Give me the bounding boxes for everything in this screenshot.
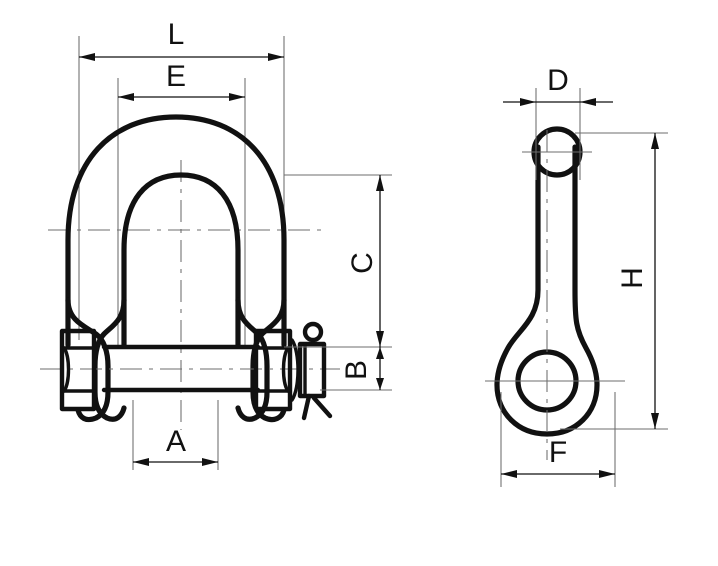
dim-label-D: D — [547, 64, 569, 97]
side-body-outline — [494, 144, 600, 437]
dimension-C: C — [346, 175, 384, 347]
arrow-h-top — [651, 133, 659, 149]
arrow-c-bottom — [376, 331, 384, 347]
dim-label-L: L — [168, 18, 185, 51]
dim-label-F: F — [549, 436, 567, 469]
arrow-e-right — [229, 93, 245, 101]
cotter-pin-leg-a — [301, 393, 312, 421]
bolt-head — [59, 328, 97, 412]
dimension-E: E — [118, 60, 245, 101]
bolt-head-face-arc — [62, 346, 71, 393]
cotter-pin-shank — [297, 341, 327, 399]
nut-thread-end — [290, 338, 300, 402]
dim-label-H: H — [616, 267, 649, 289]
nut-face-arc — [281, 346, 290, 393]
arrow-h-bottom — [651, 413, 659, 429]
shackle-outer-bow — [65, 114, 287, 348]
arrow-b-bottom — [376, 378, 384, 390]
shackle-right-ear — [250, 297, 287, 423]
dim-label-A: A — [166, 425, 186, 458]
dim-label-B: B — [340, 360, 373, 380]
shackle-right-ear-inner — [235, 297, 270, 422]
shackle-pin — [101, 344, 261, 393]
arrow-f-right — [599, 470, 615, 478]
bolt-head-outline — [59, 328, 97, 412]
arrow-c-top — [376, 175, 384, 191]
dimension-B: B — [340, 347, 384, 390]
dimension-A: A — [133, 425, 218, 466]
shackle-left-ear — [65, 297, 111, 423]
dimension-L: L — [79, 18, 284, 61]
nut-outline — [253, 328, 293, 412]
dimension-F: F — [501, 436, 615, 478]
arrow-d-right — [580, 98, 596, 106]
cotter-pin-eye — [302, 321, 324, 343]
cotter-pin — [297, 321, 333, 421]
dim-label-E: E — [166, 60, 186, 93]
dimension-D: D — [503, 64, 613, 106]
arrow-f-left — [501, 470, 517, 478]
arrow-a-left — [133, 458, 149, 466]
dimension-H: H — [616, 133, 659, 429]
arrow-l-left — [79, 53, 95, 61]
arrow-a-right — [202, 458, 218, 466]
arrow-d-left — [520, 98, 536, 106]
cotter-pin-leg-b — [311, 395, 333, 419]
side-view: D H F — [485, 64, 668, 487]
arrow-l-right — [268, 53, 284, 61]
dim-label-C: C — [346, 252, 379, 274]
arrow-b-top — [376, 347, 384, 359]
front-view: L E — [40, 18, 392, 470]
shackle-inner-bow — [121, 172, 241, 348]
arrow-e-left — [118, 93, 134, 101]
